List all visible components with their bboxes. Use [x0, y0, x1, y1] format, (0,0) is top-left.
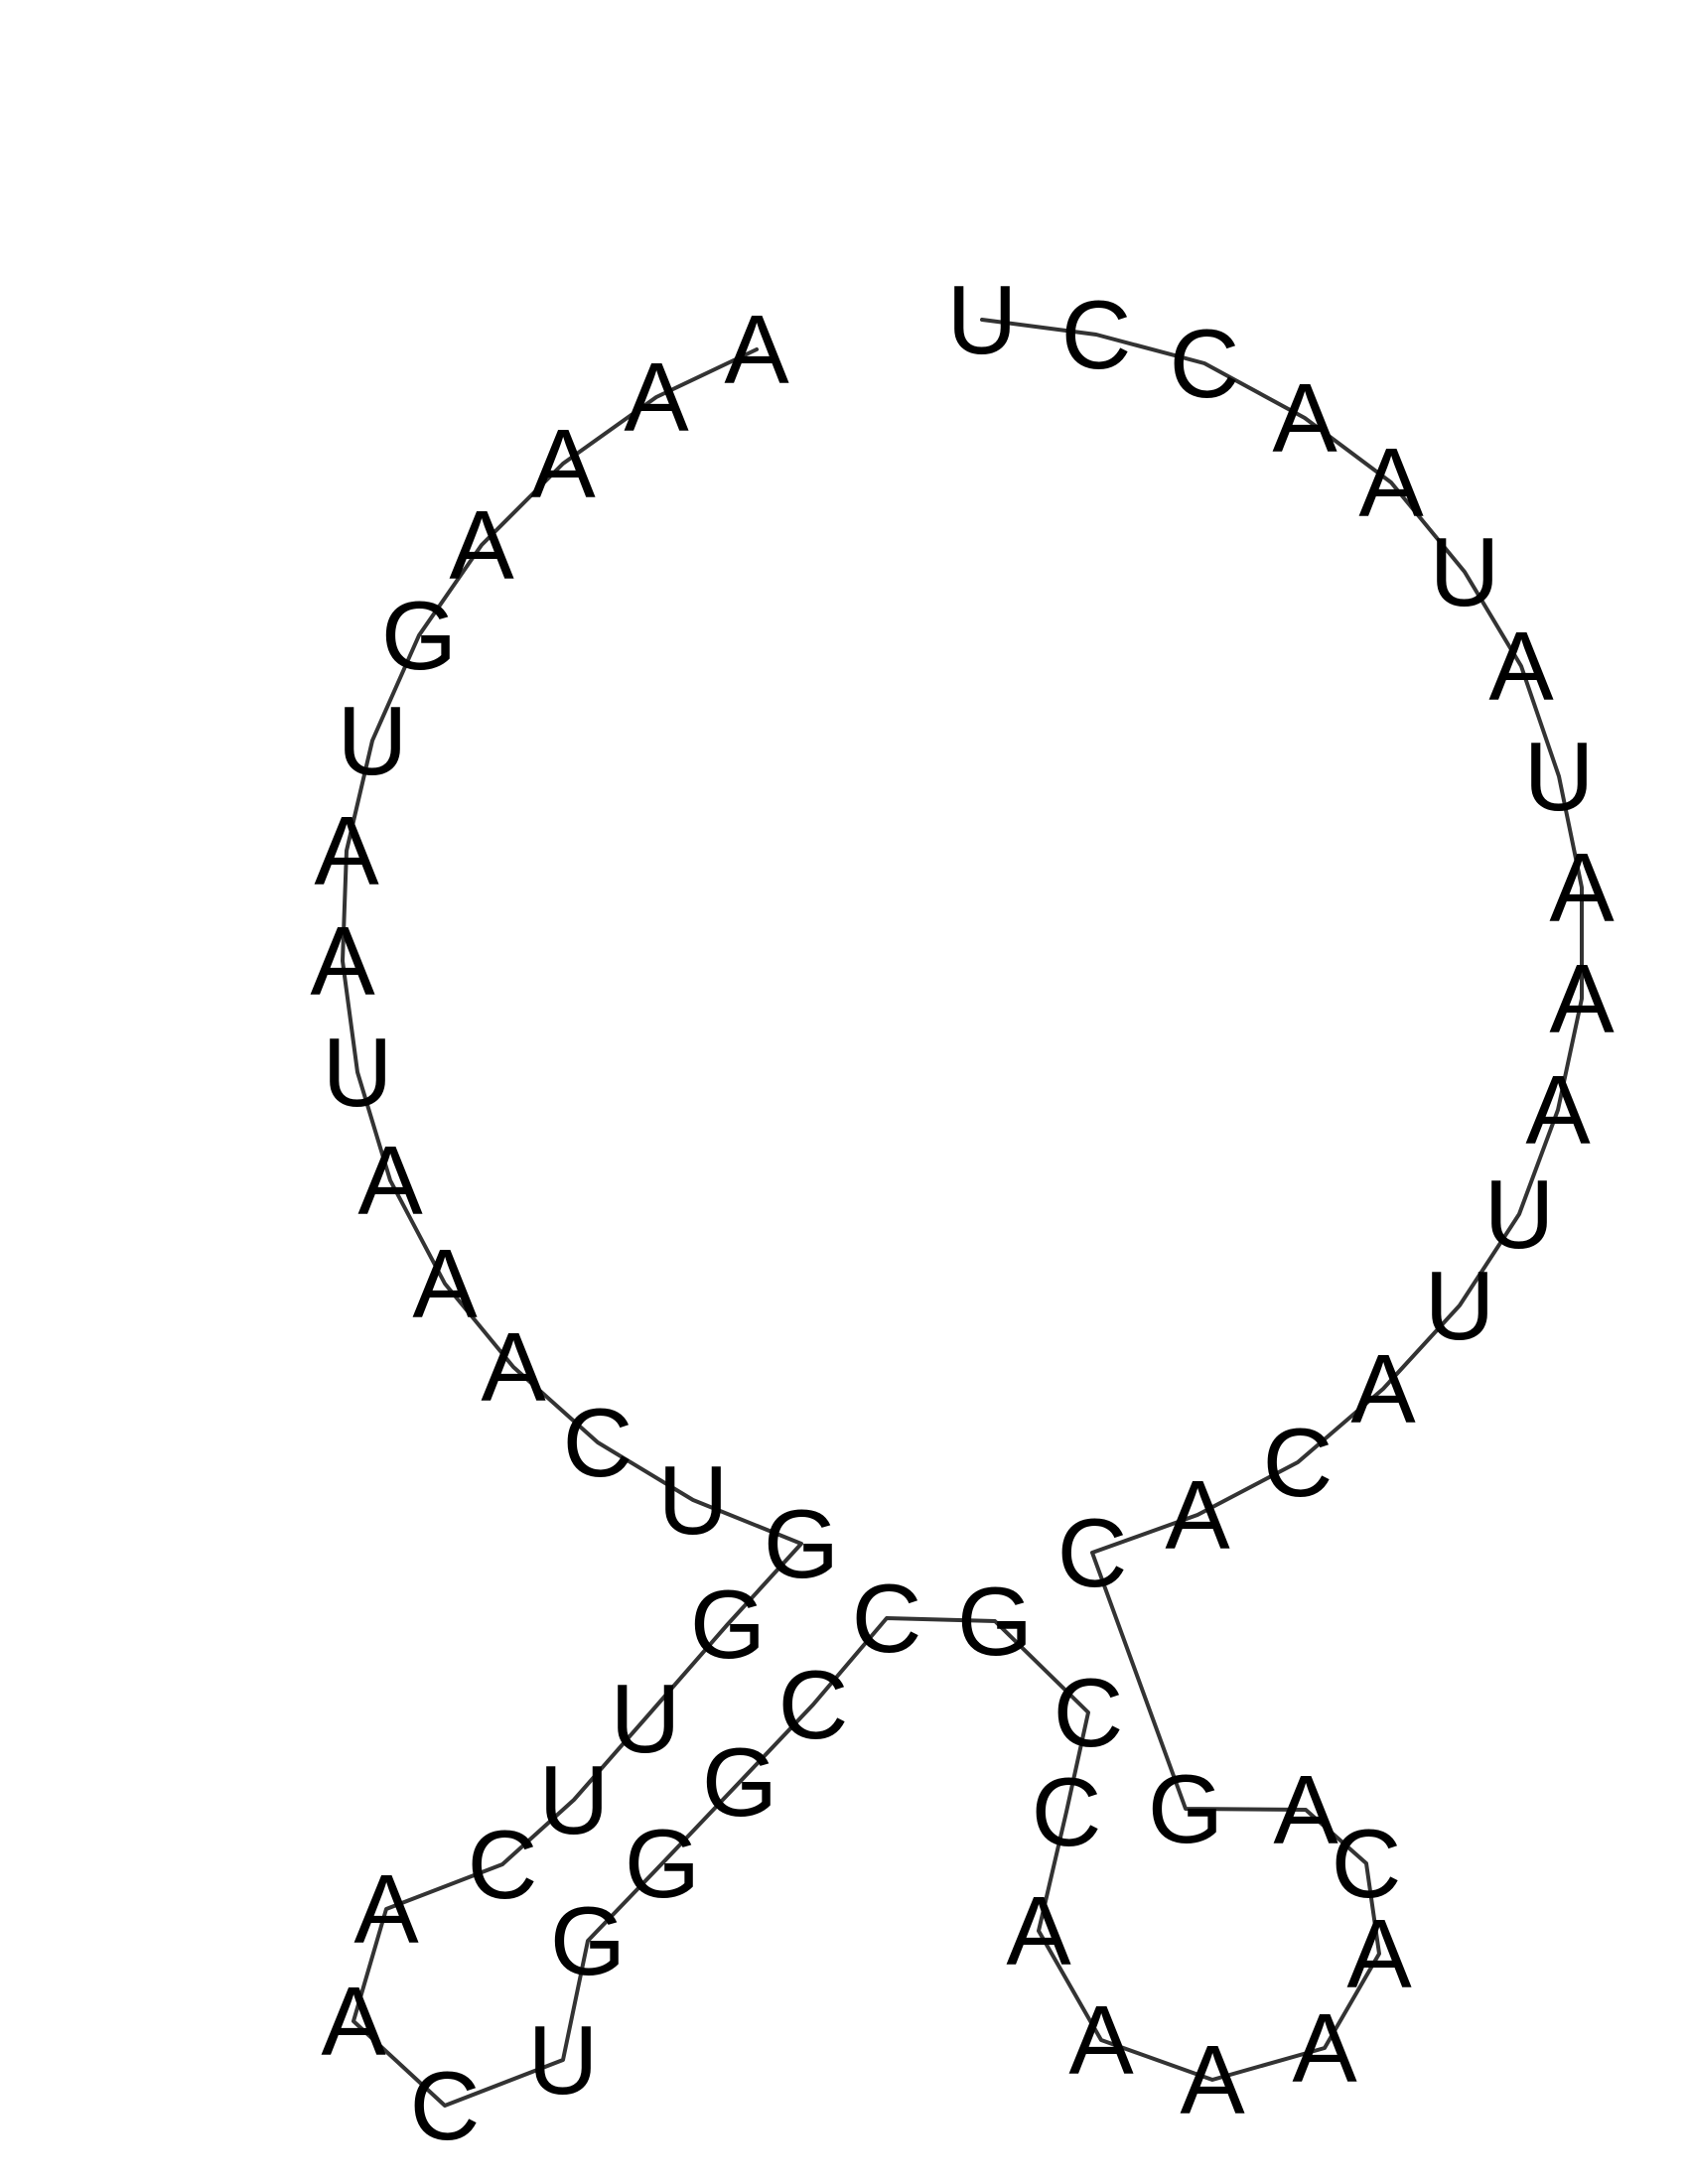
nucleotide-20: A	[353, 1854, 419, 1964]
nucleotide-2: A	[624, 342, 689, 452]
nucleotide-34: A	[1180, 2025, 1245, 2134]
nucleotide-41: A	[1165, 1460, 1230, 1570]
nucleotide-53: A	[1272, 363, 1337, 473]
nucleotide-6: U	[338, 686, 408, 795]
nucleotide-32: A	[1006, 1876, 1071, 1985]
nucleotide-13: C	[563, 1388, 633, 1497]
nucleotide-36: A	[1346, 1899, 1412, 2008]
nucleotide-44: U	[1425, 1251, 1495, 1360]
nucleotide-49: U	[1524, 722, 1595, 831]
nucleotide-38: A	[1273, 1755, 1338, 1864]
nucleotide-28: C	[852, 1564, 922, 1673]
nucleotide-55: C	[1061, 280, 1132, 389]
nucleotide-23: U	[528, 2005, 599, 2115]
nucleotide-14: U	[658, 1445, 729, 1555]
nucleotide-11: A	[412, 1229, 478, 1338]
nucleotide-17: U	[611, 1664, 681, 1773]
nucleotide-48: A	[1549, 833, 1615, 942]
nucleotide-16: G	[690, 1570, 766, 1679]
nucleotide-7: A	[314, 796, 379, 905]
nucleotide-54: C	[1170, 309, 1240, 418]
nucleotide-25: G	[625, 1809, 700, 1918]
nucleotide-1: A	[724, 295, 789, 404]
nucleotide-27: C	[778, 1650, 849, 1759]
nucleotide-51: U	[1430, 517, 1500, 626]
nucleotide-8: A	[310, 906, 375, 1016]
nucleotide-22: C	[410, 2051, 481, 2160]
nucleotide-35: A	[1292, 1993, 1357, 2103]
backbone-line	[341, 318, 1584, 2108]
nucleotide-29: G	[957, 1567, 1033, 1676]
nucleotide-46: A	[1525, 1055, 1591, 1164]
nucleotide-50: A	[1488, 612, 1554, 721]
nucleotide-31: C	[1032, 1757, 1102, 1866]
nucleotide-15: G	[764, 1489, 839, 1598]
nucleotide-30: C	[1054, 1658, 1124, 1767]
nucleotide-52: A	[1358, 428, 1424, 537]
nucleotide-18: U	[539, 1745, 610, 1854]
nucleotide-24: G	[550, 1886, 626, 1995]
nucleotide-39: G	[1148, 1754, 1223, 1863]
nucleotide-12: A	[481, 1312, 546, 1422]
nucleotide-19: C	[468, 1810, 538, 1919]
nucleotide-40: C	[1057, 1498, 1128, 1607]
nucleotide-45: U	[1484, 1160, 1555, 1269]
nucleotide-37: C	[1332, 1809, 1402, 1918]
nucleotide-43: A	[1350, 1334, 1416, 1443]
nucleotide-33: A	[1068, 1985, 1134, 2095]
nucleotide-10: A	[357, 1126, 423, 1235]
nucleotide-5: G	[381, 581, 457, 690]
nucleotide-9: U	[323, 1018, 393, 1127]
nucleotide-3: A	[530, 409, 596, 518]
nucleotide-21: A	[321, 1967, 386, 2076]
nucleotide-56: U	[947, 265, 1018, 374]
nucleotide-4: A	[449, 490, 514, 600]
nucleotide-26: G	[702, 1727, 777, 1837]
nucleotide-42: C	[1263, 1408, 1334, 1517]
nucleotide-47: A	[1549, 944, 1615, 1053]
